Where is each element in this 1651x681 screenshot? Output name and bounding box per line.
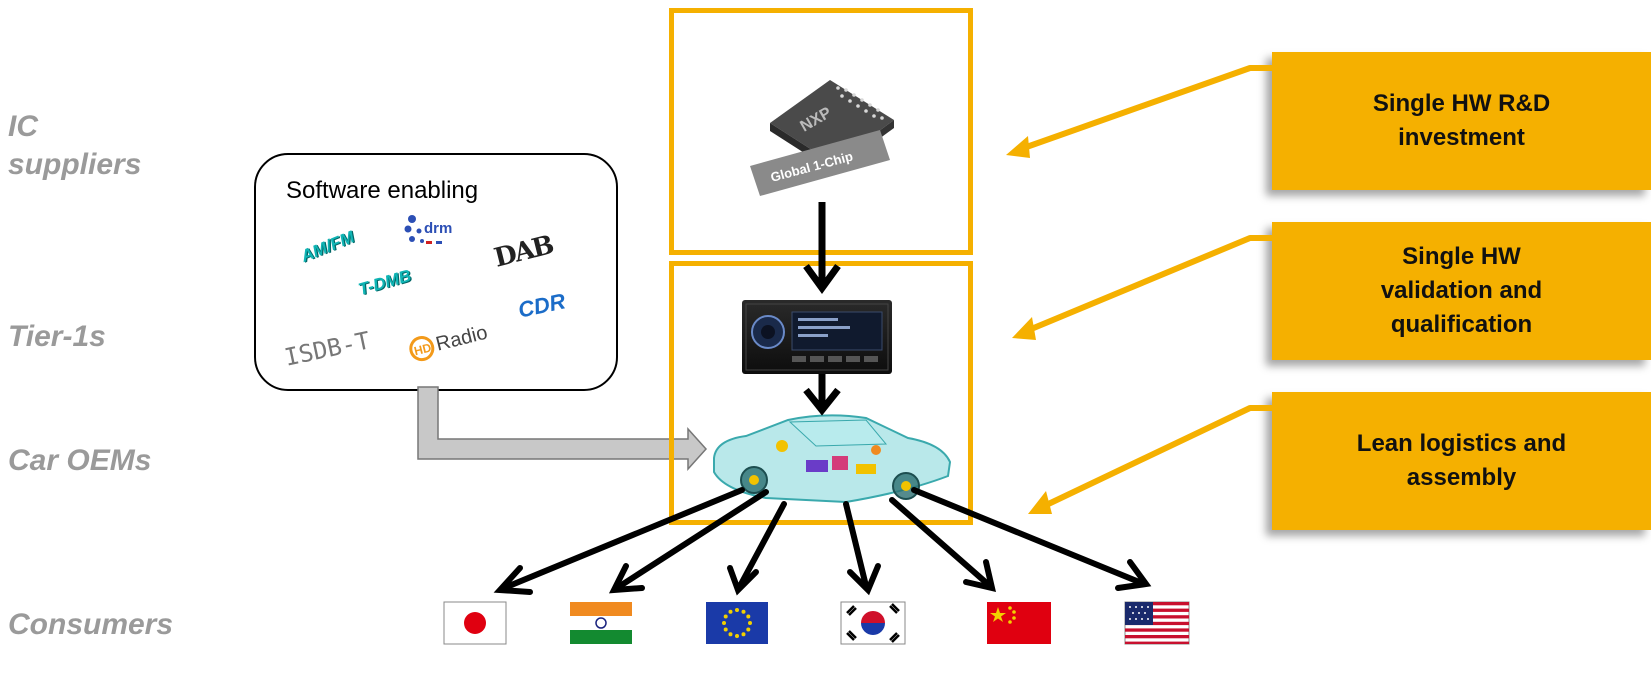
- software-enabling-title: Software enabling: [286, 177, 479, 204]
- chip-icon: NXP Global 1-Chip: [750, 80, 894, 196]
- hd-radio-icon: HD: [409, 336, 435, 362]
- flag-usa-icon: [1124, 601, 1190, 645]
- software-enabling-box: Software enabling AM/FM drm DAB T-DMB CD…: [254, 153, 618, 391]
- arrow-to-japan: [501, 487, 745, 591]
- callout-rd-text: Single HW R&D investment: [1372, 90, 1551, 151]
- arrow-to-china: [889, 497, 993, 589]
- callout-validation-text: Single HW validation and qualification: [1380, 243, 1543, 338]
- car-to-consumers-arrows: [493, 487, 1152, 596]
- drm-logo: drm: [402, 211, 462, 251]
- callout-pointer-arrows: [1006, 65, 1272, 514]
- pointer-to-oem-frame: [1038, 405, 1272, 511]
- callout-single-hw-validation: Single HW validation and qualification: [1272, 222, 1651, 360]
- callout-lean-logistics: Lean logistics and assembly: [1272, 392, 1651, 530]
- callout-single-hw-rd: Single HW R&D investment: [1272, 52, 1651, 190]
- flag-korea-icon: [840, 601, 906, 645]
- isdb-t-logo: ISDB-T: [282, 326, 373, 372]
- flag-china-icon: [987, 602, 1051, 644]
- flag-japan-icon: [443, 601, 507, 645]
- head-unit-icon: [745, 303, 889, 371]
- hd-radio-label: Radio: [433, 321, 490, 356]
- flag-india-icon: [570, 602, 632, 644]
- drm-dots-icon: drm: [404, 215, 452, 244]
- chip-to-tier1-arrow: [803, 202, 841, 294]
- row-label-ic-suppliers: IC suppliers: [8, 110, 142, 181]
- arrow-to-usa: [911, 487, 1147, 587]
- tier1-to-oem-arrow: [803, 374, 841, 416]
- svg-text:drm: drm: [424, 220, 452, 237]
- flag-eu-icon: [706, 602, 768, 644]
- tdmb-logo: T-DMB: [356, 265, 414, 300]
- car-radio-image: [742, 300, 892, 374]
- row-label-tier1s: Tier-1s: [8, 320, 106, 353]
- software-to-car-arrow: [417, 386, 708, 471]
- pointer-to-chip-frame: [1017, 65, 1272, 153]
- svg-text:HD: HD: [413, 340, 434, 358]
- dab-logo: DAB: [491, 230, 556, 274]
- car-image: [706, 410, 956, 510]
- nxp-chip-image: NXP Global 1-Chip: [742, 68, 912, 198]
- row-label-consumers: Consumers: [8, 608, 174, 641]
- arrow-to-korea: [843, 501, 869, 589]
- hd-radio-logo: HD Radio: [406, 320, 490, 365]
- xray-car-icon: [713, 414, 952, 504]
- row-label-car-oems: Car OEMs: [8, 444, 152, 477]
- arrow-to-eu: [737, 501, 787, 589]
- callout-logistics-text: Lean logistics and assembly: [1356, 430, 1567, 491]
- cdr-logo: CDR: [515, 288, 568, 323]
- pointer-to-tier1-frame: [1022, 235, 1272, 335]
- amfm-logo: AM/FM: [298, 227, 358, 266]
- arrow-to-india: [617, 489, 769, 589]
